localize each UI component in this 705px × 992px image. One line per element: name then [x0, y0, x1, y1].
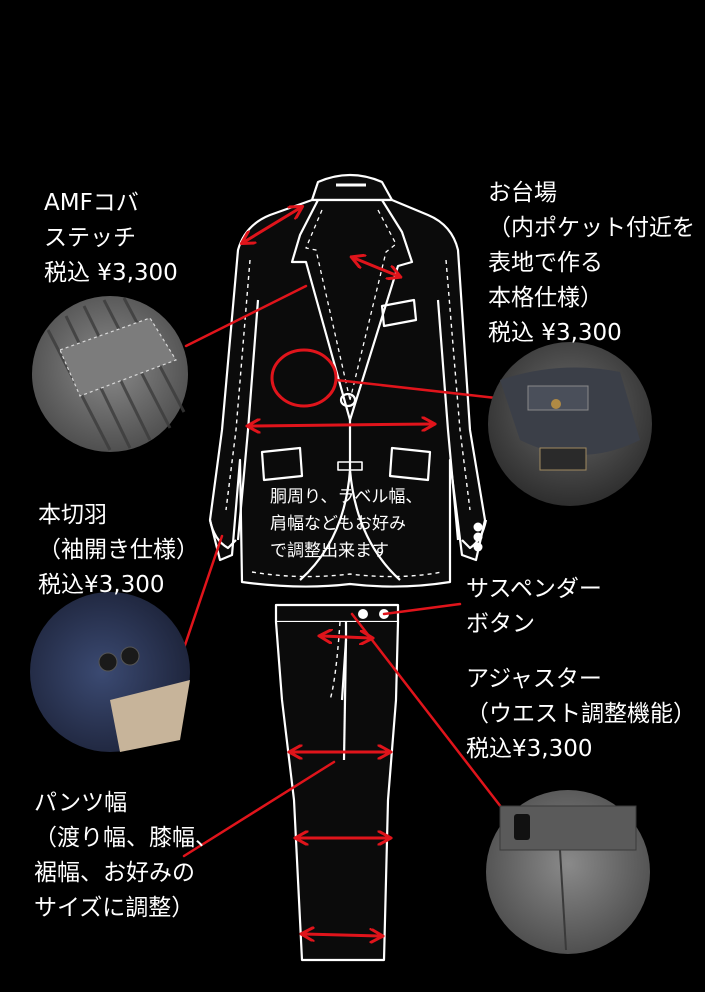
suspender-button	[358, 609, 368, 619]
honsetsu-label: 本切羽 （袖開き仕様） 税込¥3,300	[38, 498, 199, 603]
cuff-button	[473, 542, 483, 552]
honsetsu-line-1: 本切羽	[38, 502, 107, 528]
front-button	[339, 392, 357, 408]
odaiba-leader	[334, 378, 498, 400]
shoulder-arrow	[244, 208, 300, 242]
inner-pocket-circle	[270, 348, 338, 408]
pants-line-2: （渡り幅、膝幅、	[34, 825, 218, 851]
amf-line-2: ステッチ	[44, 225, 136, 251]
odaiba-price: 税込 ¥3,300	[488, 320, 622, 346]
adjuster-price: 税込¥3,300	[466, 736, 593, 762]
front-edge-right	[348, 469, 401, 581]
odaiba-line-3: 表地で作る	[488, 250, 603, 276]
cuff-button	[473, 522, 483, 532]
cuff-button	[473, 532, 483, 542]
adjuster-label: アジャスター （ウエスト調整機能） 税込¥3,300	[466, 662, 696, 767]
jacket-outline	[208, 173, 488, 588]
photo-odaiba	[488, 342, 652, 506]
right-lapel-stitch	[349, 209, 397, 401]
left-lapel	[290, 199, 352, 421]
honsetsu-price: 税込¥3,300	[38, 572, 165, 598]
amf-stitch-label: AMFコバ ステッチ 税込 ¥3,300	[44, 186, 178, 291]
center-note-line-2: 肩幅などもお好み	[270, 514, 406, 534]
trouser-legs	[274, 621, 400, 962]
cuff-buttons	[473, 522, 483, 552]
adjuster-leader	[350, 612, 510, 818]
pants-leader	[182, 760, 336, 858]
odaiba-line-1: お台場	[488, 180, 557, 206]
suspender-label: サスペンダー ボタン	[466, 572, 602, 642]
right-sleeve-line	[436, 299, 460, 541]
suspender-line-2: ボタン	[466, 611, 535, 637]
center-note: 胴周り、ラベル幅、 肩幅などもお好み で調整出来ます	[270, 484, 422, 565]
photo-adjuster	[486, 790, 650, 954]
suspender-line-1: サスペンダー	[466, 576, 602, 602]
jacket-collar	[310, 173, 394, 202]
odaiba-line-4: 本格仕様）	[488, 285, 603, 311]
photo-amf	[32, 296, 188, 452]
ticket-pocket	[337, 461, 363, 471]
trousers-outline	[274, 603, 400, 962]
photo-honsetsu	[30, 592, 190, 752]
waistband-arrow	[322, 636, 370, 638]
center-note-line-1: 胴周り、ラベル幅、	[270, 487, 423, 507]
front-edge	[299, 420, 352, 581]
amf-price: 税込 ¥3,300	[44, 260, 178, 286]
waist-arrow	[250, 424, 432, 426]
suspender-leader	[382, 602, 462, 616]
honsetsu-leader	[182, 534, 224, 650]
hem-arrow	[304, 934, 380, 936]
adjuster-line-2: （ウエスト調整機能）	[466, 701, 696, 727]
pants-line-1: パンツ幅	[34, 790, 128, 816]
pants-width-label: パンツ幅 （渡り幅、膝幅、 裾幅、お好みの サイズに調整）	[34, 786, 218, 926]
center-crease	[342, 639, 348, 761]
odaiba-label: お台場 （内ポケット付近を 表地で作る 本格仕様） 税込 ¥3,300	[488, 176, 695, 351]
pants-line-3: 裾幅、お好みの	[34, 860, 195, 886]
lapel-arrow	[354, 258, 398, 276]
left-lapel-stitch	[305, 209, 351, 401]
amf-line-1: AMFコバ	[44, 190, 139, 216]
honsetsu-line-2: （袖開き仕様）	[38, 537, 199, 563]
center-note-line-3: で調整出来ます	[270, 541, 389, 561]
right-lapel	[348, 199, 414, 421]
left-hip-pocket	[260, 446, 304, 482]
left-cuff	[208, 519, 237, 550]
right-hip-pocket	[388, 446, 432, 482]
odaiba-line-2: （内ポケット付近を	[488, 215, 695, 241]
chest-pocket	[380, 298, 418, 328]
pants-line-4: サイズに調整）	[34, 895, 195, 921]
adjuster-line-1: アジャスター	[466, 666, 602, 692]
amf-leader	[184, 284, 308, 348]
red-callouts	[182, 208, 510, 936]
